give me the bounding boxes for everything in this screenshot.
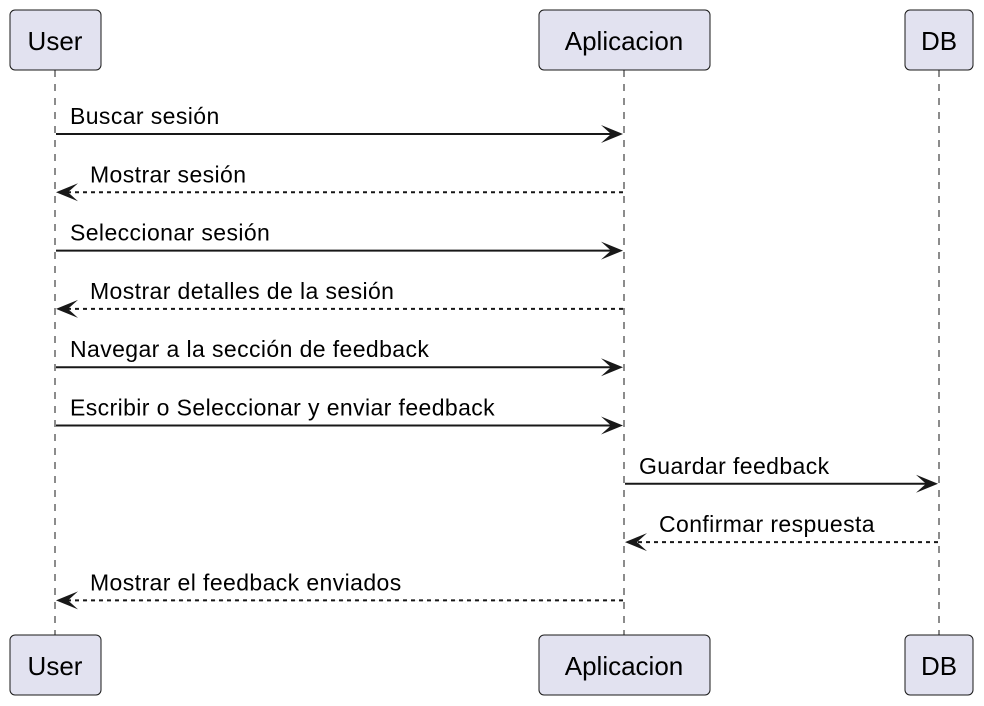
message-label: Guardar feedback <box>639 453 830 479</box>
message-9: Mostrar el feedback enviados <box>56 569 623 610</box>
participant-app-bottom: Aplicacion <box>538 634 711 696</box>
participant-label: User <box>28 26 83 56</box>
arrowhead-icon <box>916 474 938 493</box>
message-2: Mostrar sesión <box>56 161 623 202</box>
arrowhead-icon <box>56 183 78 202</box>
participant-box <box>538 634 711 696</box>
participant-label: Aplicacion <box>565 651 684 681</box>
arrowhead-icon <box>625 533 647 552</box>
arrowhead-icon <box>601 241 623 260</box>
message-label: Mostrar detalles de la sesión <box>90 278 394 304</box>
participant-app-top: Aplicacion <box>538 9 711 71</box>
message-1: Buscar sesión <box>56 103 623 143</box>
arrowhead-icon <box>56 299 78 318</box>
participant-user-bottom: User <box>9 634 102 696</box>
participant-box <box>9 634 102 696</box>
participants-top: User Aplicacion DB <box>9 9 974 71</box>
message-4: Mostrar detalles de la sesión <box>56 278 623 318</box>
message-5: Navegar a la sección de feedback <box>56 336 623 377</box>
participant-box <box>904 634 974 696</box>
participant-box <box>904 9 974 71</box>
message-label: Mostrar el feedback enviados <box>90 569 402 595</box>
participant-label: DB <box>921 651 957 681</box>
participant-user-top: User <box>9 9 102 71</box>
message-6: Escribir o Seleccionar y enviar feedback <box>56 395 623 435</box>
participant-db-top: DB <box>904 9 974 71</box>
participant-db-bottom: DB <box>904 634 974 696</box>
participant-label: User <box>28 651 83 681</box>
arrowhead-icon <box>601 358 623 377</box>
lifelines <box>54 70 940 635</box>
message-7: Guardar feedback <box>625 453 938 493</box>
message-8: Confirmar respuesta <box>625 511 938 552</box>
participant-label: DB <box>921 26 957 56</box>
participant-box <box>538 9 711 71</box>
message-label: Buscar sesión <box>70 103 220 129</box>
arrowhead-icon <box>601 125 623 143</box>
arrowhead-icon <box>601 416 623 435</box>
participant-box <box>9 9 102 71</box>
message-label: Navegar a la sección de feedback <box>70 336 429 362</box>
participant-label: Aplicacion <box>565 26 684 56</box>
message-3: Seleccionar sesión <box>56 220 623 260</box>
message-label: Confirmar respuesta <box>659 511 875 537</box>
arrowhead-icon <box>56 591 78 610</box>
message-label: Mostrar sesión <box>90 161 246 187</box>
participants-bottom: User Aplicacion DB <box>9 634 974 696</box>
message-label: Seleccionar sesión <box>70 220 270 246</box>
message-label: Escribir o Seleccionar y enviar feedback <box>70 395 495 421</box>
